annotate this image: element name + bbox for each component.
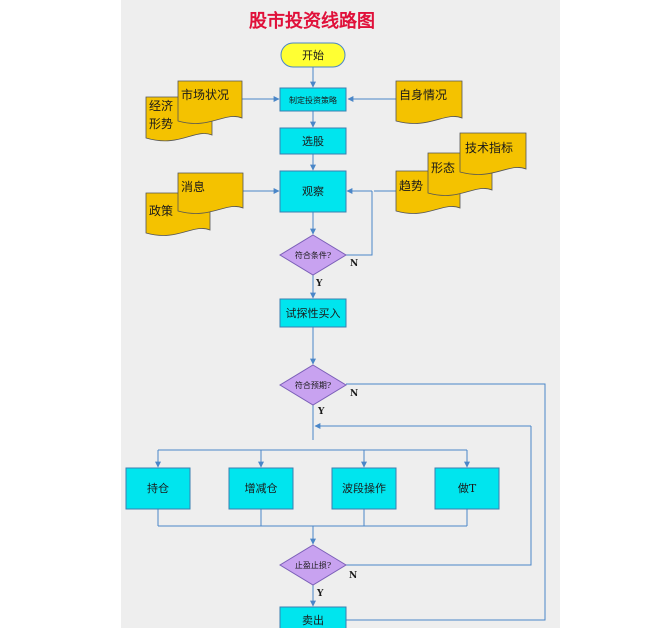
doc-news <box>177 172 244 214</box>
sell-box <box>279 606 347 628</box>
cond2-diamond <box>279 364 347 406</box>
doc-self-status-label: 自身情况 <box>399 87 447 102</box>
hold-box <box>125 467 191 510</box>
cond1-diamond <box>279 234 347 276</box>
loop-cond3-n <box>346 426 532 566</box>
doc-market-status-label: 市场状况 <box>181 87 229 102</box>
doc-policy-label: 政策 <box>149 204 173 218</box>
sell-label: 卖出 <box>302 613 324 627</box>
cond1-no: N <box>350 259 358 269</box>
select-label: 选股 <box>302 135 324 148</box>
trial-buy-label: 试探性买入 <box>286 306 341 320</box>
doc-tech-index-label: 技术指标 <box>465 140 513 155</box>
cond2-no: N <box>350 389 358 399</box>
strategy-box <box>279 87 347 112</box>
adjust-box <box>228 467 294 510</box>
band-label: 波段操作 <box>342 481 386 495</box>
strategy-label: 制定投资策略 <box>289 95 337 105</box>
cond3-diamond <box>279 544 347 586</box>
diagram-title: 股市投资线路图 <box>248 10 375 32</box>
start-label: 开始 <box>302 48 324 62</box>
doc-market-status <box>177 80 243 124</box>
observe-box <box>279 170 347 213</box>
trial-buy-box <box>279 298 347 328</box>
doc-economy-line2: 形势 <box>149 117 173 131</box>
doc-pattern-label: 形态 <box>431 161 455 175</box>
cond1-label: 符合条件? <box>295 250 331 260</box>
cond2-yes: Y <box>317 407 325 417</box>
cond1-yes: Y <box>315 279 323 289</box>
doc-tech-index <box>459 132 527 175</box>
select-box <box>279 127 347 155</box>
doc-economy-line1: 经济 <box>149 98 173 113</box>
do-t-box <box>434 467 500 510</box>
connectors <box>155 67 546 623</box>
cond3-label: 止盈止损? <box>295 560 331 570</box>
cond3-no: N <box>349 571 357 581</box>
doc-trend-label: 趋势 <box>399 179 423 193</box>
loop-cond2-n <box>335 383 546 621</box>
observe-label: 观察 <box>302 184 324 198</box>
adjust-label: 增减仓 <box>245 481 278 495</box>
loop-cond1-n <box>346 191 373 256</box>
cond2-label: 符合预期? <box>295 380 331 390</box>
doc-news-label: 消息 <box>181 179 205 194</box>
doc-self-status <box>395 80 463 124</box>
band-box <box>331 467 397 510</box>
start-node <box>280 42 346 68</box>
cond3-yes: Y <box>316 589 324 599</box>
do-t-label: 做T <box>458 481 477 495</box>
hold-label: 持仓 <box>147 481 169 495</box>
